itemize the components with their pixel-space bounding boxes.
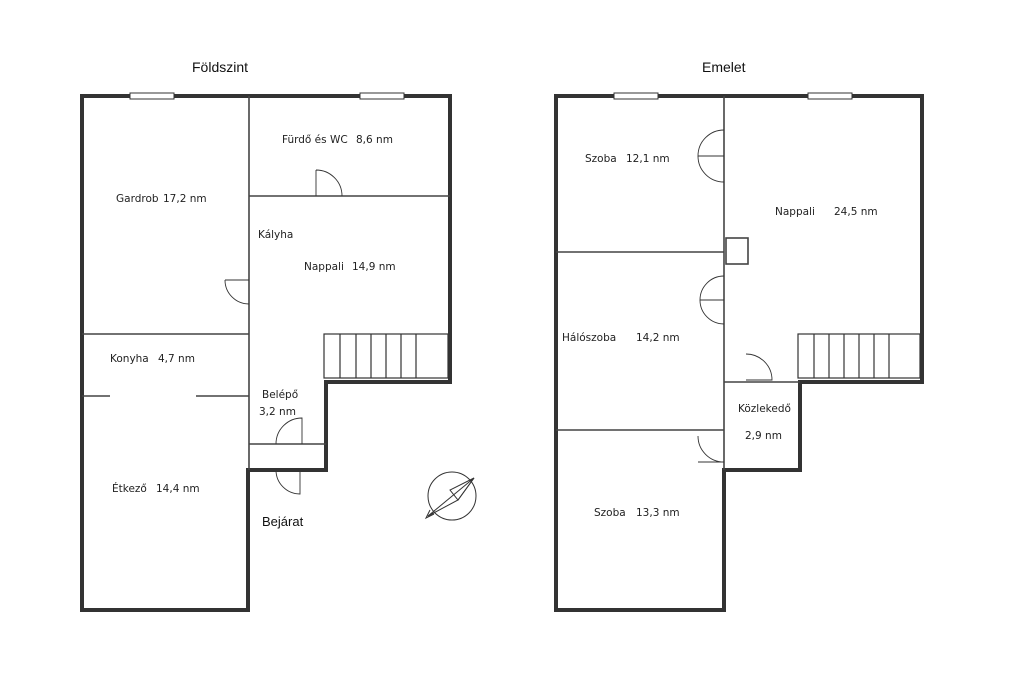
door-swing [697,129,725,157]
room-area-belepo: 3,2 nm [259,406,296,418]
room-area-konyha: 4,7 nm [158,353,195,365]
room-area-gardrob: 17,2 nm [163,193,207,205]
window [359,92,405,100]
door-swing [697,155,725,183]
staircase [323,333,449,379]
room-area-szoba-2: 13,3 nm [636,507,680,519]
room-area-haloszoba: 14,2 nm [636,332,680,344]
staircase [797,333,921,379]
room-name-szoba-2: Szoba [594,507,626,519]
room-name-nappali-ground: Nappali [304,261,344,273]
ground-floor-title: Földszint [192,59,248,75]
compass-north-arrow-icon [424,471,477,521]
door-swing [699,299,725,325]
door-swing [275,469,301,495]
room-name-etkezo: Étkező [112,482,147,495]
room-area-furdo: 8,6 nm [356,134,393,146]
door-swing [745,353,773,381]
room-name-szoba-1: Szoba [585,153,617,165]
window [807,92,853,100]
ground-floor-plan: Földszint Gardrob 17,2 nm Fürdő é [80,59,452,612]
door-swing [315,169,343,197]
room-name-furdo: Fürdő és WC [282,134,348,146]
chimney [725,237,749,265]
room-name-kalyha: Kályha [258,229,293,241]
room-area-kozlekedo: 2,9 nm [745,430,782,442]
door-swing [699,275,725,301]
room-name-haloszoba: Hálószoba [562,332,616,344]
door-swing [224,279,250,305]
ground-floor-outer-wall [80,94,452,612]
room-name-belepo: Belépő [262,389,298,401]
room-area-szoba-1: 12,1 nm [626,153,670,165]
window [129,92,175,100]
door-swing [275,417,303,445]
room-name-kozlekedo: Közlekedő [738,403,791,415]
upper-floor-outer-wall [554,94,924,612]
room-name-gardrob: Gardrob [116,193,159,205]
upper-floor-plan: Emelet Szoba 12,1 nm Nappali [554,59,924,612]
room-area-etkezo: 14,4 nm [156,483,200,495]
door-swing [697,435,725,463]
upper-floor-title: Emelet [702,59,746,75]
room-area-nappali-ground: 14,9 nm [352,261,396,273]
entrance-label: Bejárat [262,514,304,529]
window [613,92,659,100]
room-area-nappali-upper: 24,5 nm [834,206,878,218]
room-name-nappali-upper: Nappali [775,206,815,218]
room-name-konyha: Konyha [110,353,149,365]
